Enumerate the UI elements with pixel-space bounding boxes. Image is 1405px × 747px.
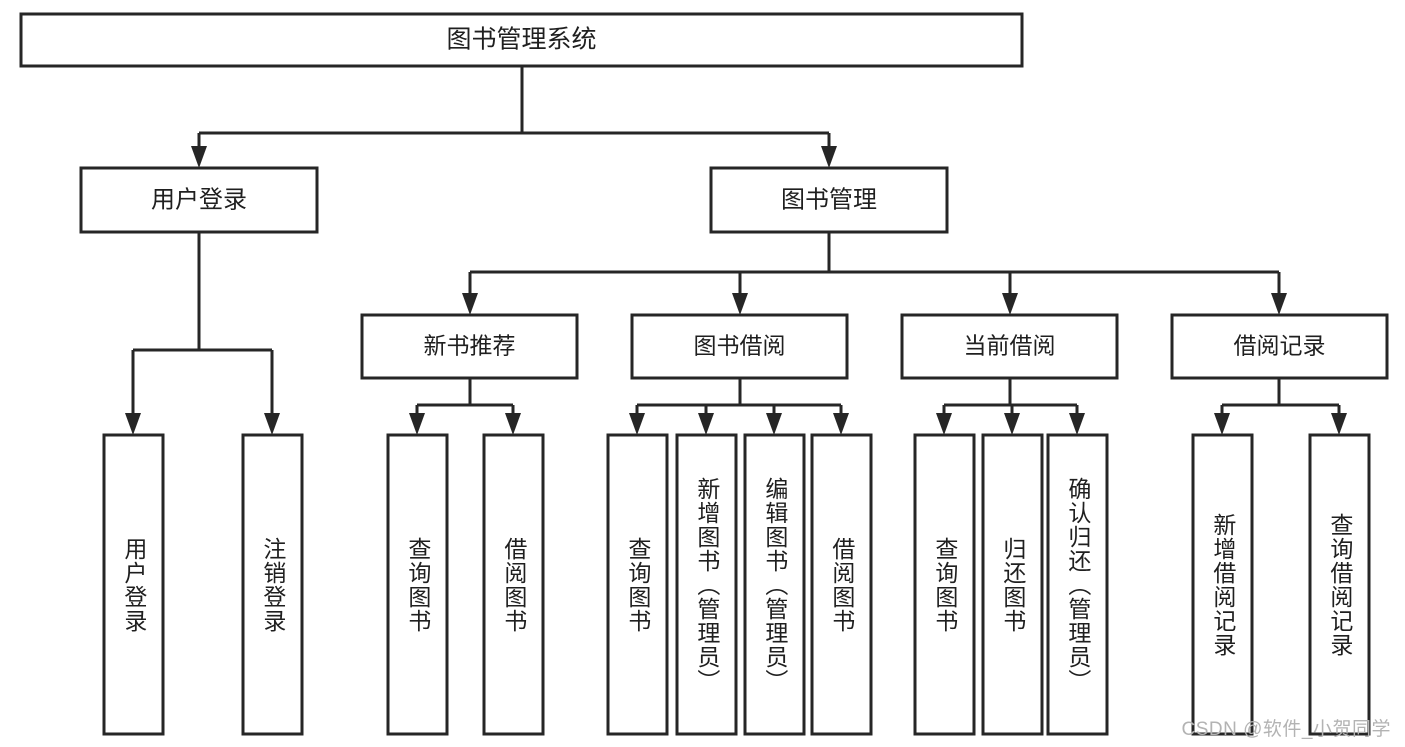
node-label: 注销登录 xyxy=(259,536,286,633)
arrow-head-0 xyxy=(191,146,207,168)
arrow-head-3 xyxy=(1271,293,1287,315)
arrow-head-2 xyxy=(1002,293,1018,315)
connector-layer xyxy=(125,66,1347,435)
node-leaf-query-borrow-record[interactable] xyxy=(1308,433,1371,736)
connector-root-to-level1 xyxy=(191,66,837,168)
node-label: 查询图书 xyxy=(931,536,958,633)
arrow-head-0 xyxy=(462,293,478,315)
arrow-head-1 xyxy=(1331,413,1347,435)
node-new-book-recommend[interactable]: 新书推荐 xyxy=(360,313,579,380)
node-label: 查询借阅记录 xyxy=(1326,512,1353,657)
arrow-head-1 xyxy=(264,413,280,435)
arrow-head-3 xyxy=(833,413,849,435)
node-label: 图书管理 xyxy=(781,186,877,213)
node-current-borrow[interactable]: 当前借阅 xyxy=(900,313,1119,380)
node-box xyxy=(709,166,949,234)
node-box xyxy=(630,313,849,380)
node-book-borrow[interactable]: 图书借阅 xyxy=(630,313,849,380)
node-box xyxy=(386,433,449,736)
node-label: 当前借阅 xyxy=(964,333,1056,359)
node-box xyxy=(482,433,545,736)
node-box xyxy=(102,433,165,736)
watermark: CSDN @软件_小贺同学 xyxy=(1181,719,1391,740)
node-box xyxy=(1046,433,1109,736)
node-label: 用户登录 xyxy=(151,186,247,213)
connector-borrowrecord-to-leaves xyxy=(1214,378,1347,435)
arrow-head-0 xyxy=(409,413,425,435)
node-box xyxy=(810,433,873,736)
node-box xyxy=(1170,313,1389,380)
node-borrow-record[interactable]: 借阅记录 xyxy=(1170,313,1389,380)
node-box xyxy=(19,12,1024,68)
arrow-head-0 xyxy=(125,413,141,435)
node-label: 查询图书 xyxy=(404,536,431,633)
connector-bookmanage-to-level2 xyxy=(462,232,1287,315)
arrow-head-1 xyxy=(1004,413,1020,435)
connector-newbook-to-leaves xyxy=(409,378,521,435)
arrow-head-0 xyxy=(936,413,952,435)
arrow-head-1 xyxy=(821,146,837,168)
node-box xyxy=(981,433,1044,736)
arrow-head-2 xyxy=(766,413,782,435)
node-label: 借阅图书 xyxy=(828,536,855,633)
arrow-head-1 xyxy=(732,293,748,315)
node-box xyxy=(241,433,304,736)
node-label: 借阅图书 xyxy=(500,536,527,633)
node-box xyxy=(913,433,976,736)
node-leaf-add-borrow-record[interactable] xyxy=(1191,433,1254,736)
node-box xyxy=(675,433,738,736)
node-label: 图书借阅 xyxy=(694,333,786,359)
node-box xyxy=(606,433,669,736)
node-box xyxy=(1308,433,1371,736)
node-box xyxy=(900,313,1119,380)
node-leaf-confirm-return[interactable] xyxy=(1046,433,1109,736)
node-box xyxy=(79,166,319,234)
node-label: 查询图书 xyxy=(624,536,651,633)
node-label: 新增图书（管理员） xyxy=(693,476,720,693)
node-book-manage[interactable]: 图书管理 xyxy=(709,166,949,234)
arrow-head-0 xyxy=(1214,413,1230,435)
node-leaf-query-book-2[interactable] xyxy=(606,433,669,736)
node-leaf-query-book-1[interactable] xyxy=(386,433,449,736)
arrow-head-0 xyxy=(629,413,645,435)
node-label: 借阅记录 xyxy=(1234,333,1326,359)
node-label: 编辑图书（管理员） xyxy=(761,476,788,693)
node-label: 确认归还（管理员） xyxy=(1064,476,1091,693)
node-box xyxy=(1191,433,1254,736)
node-label: 新增借阅记录 xyxy=(1209,512,1236,657)
arrow-head-2 xyxy=(1069,413,1085,435)
node-leaf-borrow-book-2[interactable] xyxy=(810,433,873,736)
connector-userlogin-to-leaves xyxy=(125,232,280,435)
node-box xyxy=(360,313,579,380)
node-leaf-query-book-3[interactable] xyxy=(913,433,976,736)
node-leaf-user-login[interactable] xyxy=(102,433,165,736)
arrow-head-1 xyxy=(698,413,714,435)
node-leaf-add-book[interactable] xyxy=(675,433,738,736)
connector-currentborrow-to-leaves xyxy=(936,378,1085,435)
connector-bookborrow-to-leaves xyxy=(629,378,849,435)
arrow-head-1 xyxy=(505,413,521,435)
node-box xyxy=(743,433,806,736)
node-root[interactable]: 图书管理系统 xyxy=(19,12,1024,68)
node-leaf-return-book[interactable] xyxy=(981,433,1044,736)
node-label: 用户登录 xyxy=(120,536,147,633)
node-leaf-borrow-book-1[interactable] xyxy=(482,433,545,736)
node-label: 归还图书 xyxy=(999,536,1026,633)
node-leaf-logout-login[interactable] xyxy=(241,433,304,736)
node-label: 图书管理系统 xyxy=(446,26,596,54)
node-label: 新书推荐 xyxy=(424,333,516,359)
node-user-login[interactable]: 用户登录 xyxy=(79,166,319,234)
node-leaf-edit-book[interactable] xyxy=(743,433,806,736)
